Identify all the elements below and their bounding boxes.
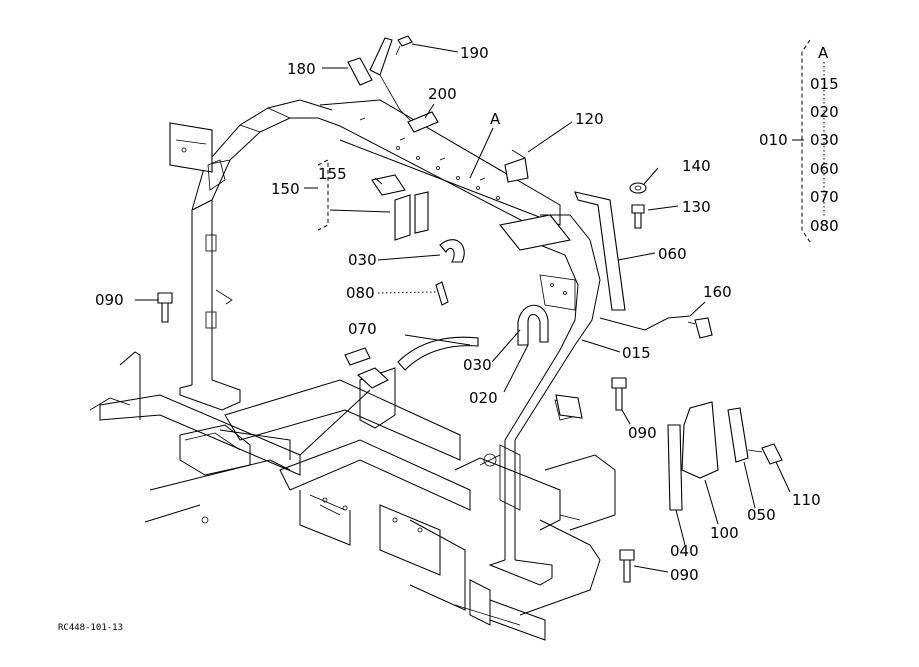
frame-line-art — [89, 99, 616, 641]
callout-A: A — [490, 110, 501, 128]
callout-120: 120 — [575, 110, 604, 128]
callout-080: 080 — [346, 284, 375, 302]
legend-item-015: 015 — [810, 75, 839, 93]
legend-item-070: 070 — [810, 188, 839, 206]
callout-155: 155 — [318, 165, 347, 183]
callout-050: 050 — [747, 506, 776, 524]
callout-150: 150 — [271, 180, 300, 198]
callout-110: 110 — [792, 491, 821, 509]
callout-190: 190 — [460, 44, 489, 62]
callout-090-lower: 090 — [670, 566, 699, 584]
parts — [157, 35, 783, 583]
callout-015: 015 — [622, 344, 651, 362]
callout-030-upper: 030 — [348, 251, 377, 269]
callout-160: 160 — [703, 283, 732, 301]
callout-030-lower: 030 — [463, 356, 492, 374]
legend-item-020: 020 — [810, 103, 839, 121]
callout-020: 020 — [469, 389, 498, 407]
callout-labels: 180 190 200 A 120 155 150 140 130 030 06… — [95, 44, 821, 584]
callout-100: 100 — [710, 524, 739, 542]
legend-item-030: 030 — [810, 131, 839, 149]
callout-130: 130 — [682, 198, 711, 216]
callout-140: 140 — [682, 157, 711, 175]
legend-item-060: 060 — [810, 160, 839, 178]
callout-200: 200 — [428, 85, 457, 103]
legend-item-A: A — [818, 44, 829, 62]
drawing-code: RC448-101-13 — [58, 623, 123, 633]
assembly-legend: 010 A 015 020 030 060 070 080 — [759, 39, 839, 243]
legend-item-080: 080 — [810, 217, 839, 235]
callout-090-middle: 090 — [628, 424, 657, 442]
callout-180: 180 — [287, 60, 316, 78]
callout-060: 060 — [658, 245, 687, 263]
leader-lines — [135, 43, 791, 573]
callout-090-left: 090 — [95, 291, 124, 309]
legend-group-label: 010 — [759, 131, 788, 149]
callout-070: 070 — [348, 320, 377, 338]
callout-040: 040 — [670, 542, 699, 560]
